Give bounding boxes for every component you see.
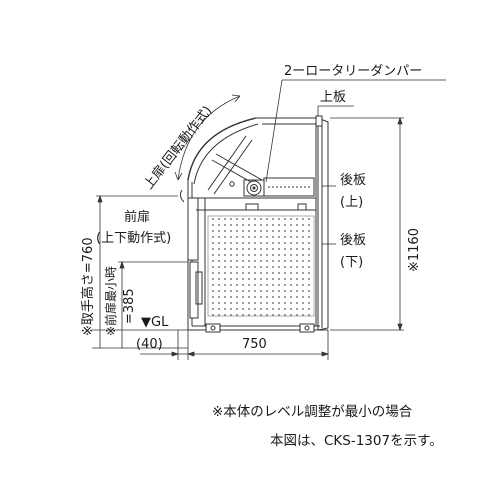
width-dimension: 750 xyxy=(242,337,267,352)
level-adjust-note: ※本体のレベル調整が最小の場合 xyxy=(212,404,413,420)
damper-mechanism xyxy=(179,117,316,211)
cabinet-feet xyxy=(205,323,315,333)
handle-height-label: ※取手高さ=760 xyxy=(80,237,96,336)
offset-dimension: (40) xyxy=(136,337,163,352)
front-door-label-line2: (上下動作式) xyxy=(96,231,171,246)
top-board-label: 上板 xyxy=(320,90,346,105)
rear-lower-label-line1: 後板 xyxy=(340,233,366,248)
rear-upper-label-line1: 後板 xyxy=(340,173,366,188)
front-door-min-value: =385 xyxy=(122,288,137,324)
leader-lines xyxy=(174,79,446,245)
front-door-label-line1: 前扉 xyxy=(124,209,150,225)
cabinet-body xyxy=(187,115,329,331)
rear-upper-label-line2: (上) xyxy=(340,195,363,210)
perforated-panel xyxy=(207,215,315,317)
front-door-min-label: ※前扉最小時 xyxy=(103,266,118,336)
dimension-lines xyxy=(92,116,404,360)
rear-lower-label-line2: (下) xyxy=(340,255,363,270)
ground-level-label: ▼GL xyxy=(141,315,169,330)
height-dimension: ※1160 xyxy=(407,228,422,272)
damper-label: 2ーロータリーダンパー xyxy=(284,64,422,79)
model-note: 本図は、CKS-1307を示す。 xyxy=(270,433,443,449)
